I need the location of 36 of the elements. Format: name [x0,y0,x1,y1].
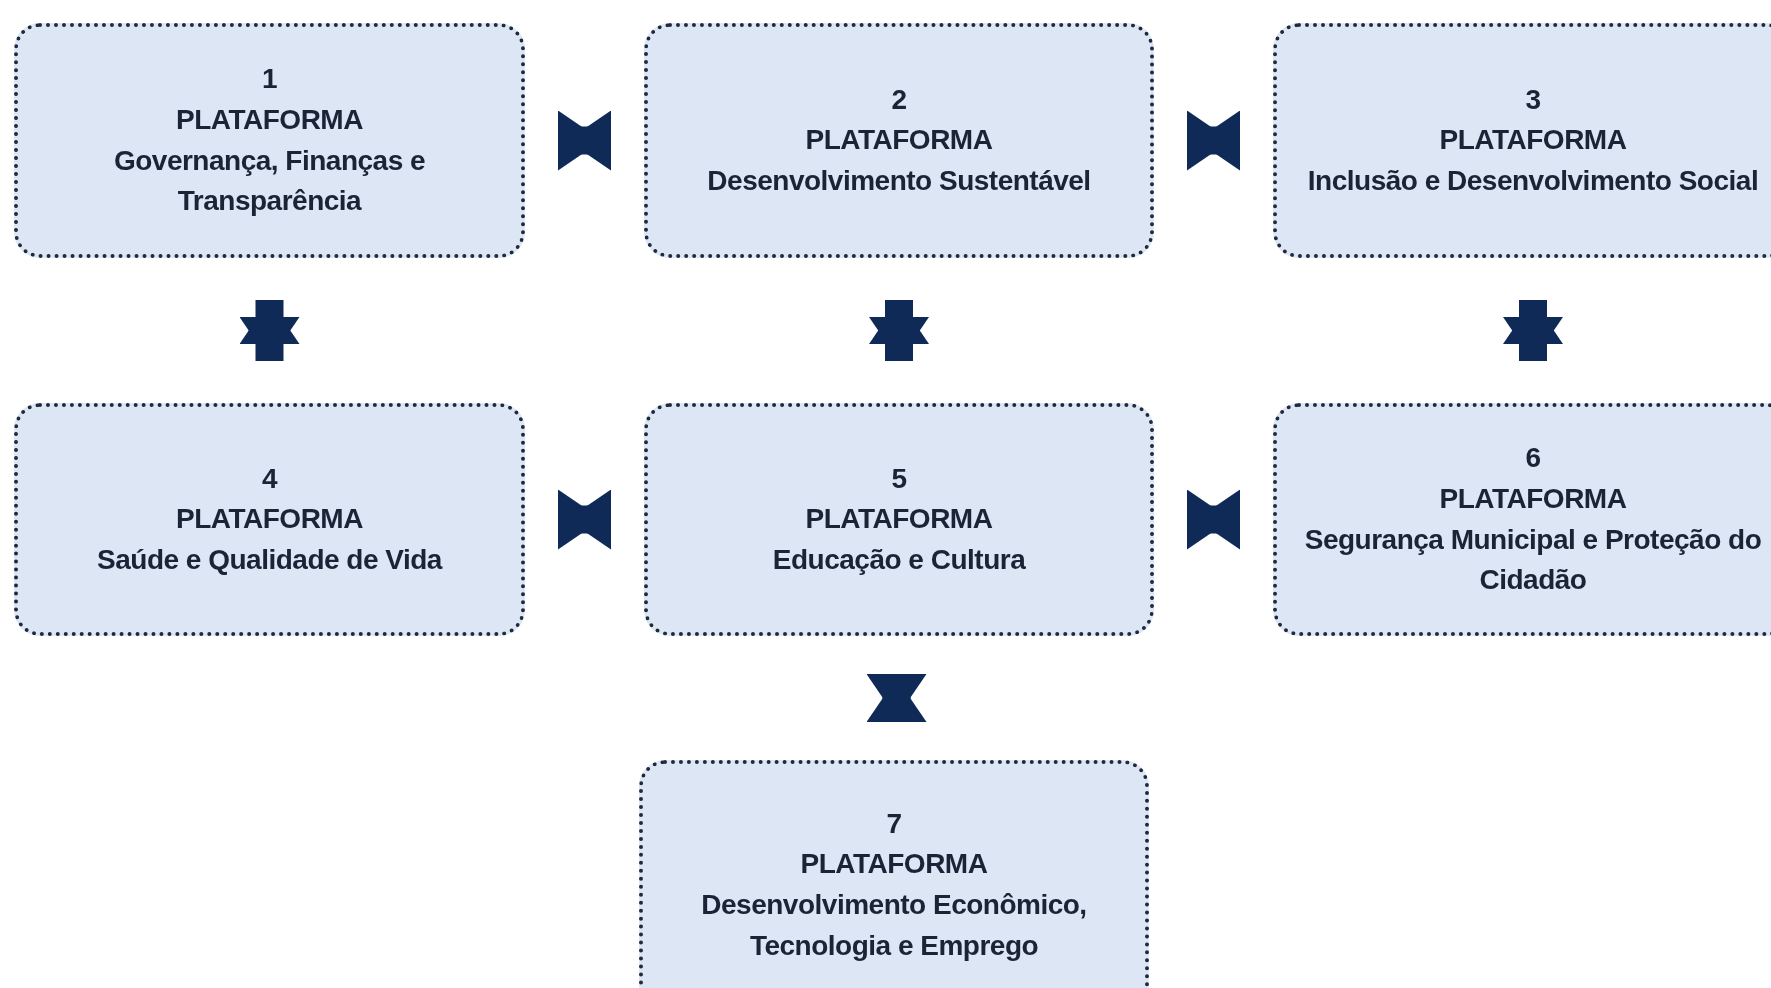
platform-heading: PLATAFORMA [805,123,993,158]
platform-box [14,23,525,258]
platform-heading: PLATAFORMA [805,502,993,537]
platform-heading: PLATAFORMA [1439,481,1627,516]
platform-number: 6 [1525,441,1541,476]
double-arrow [239,300,300,361]
double-arrow [1187,110,1240,171]
platform-name: Saúde e Qualidade de Vida [97,542,442,577]
platform-name: Segurança Municipal e Proteção do Cidadão [1303,522,1763,598]
platform-number: 7 [886,806,902,841]
platform-box [1273,23,1771,258]
platform-box [644,403,1154,636]
platform-box [1273,403,1771,636]
double-arrow [1187,489,1240,550]
platform-name: Desenvolvimento Econômico, Tecnologia e Emprego [700,888,1088,963]
platform-heading: PLATAFORMA [1439,123,1627,158]
platform-name: Desenvolvimento Sustentável [707,163,1091,198]
platform-number: 1 [261,62,278,97]
double-arrow [558,489,611,550]
double-arrow [869,300,929,361]
platform-name: Educação e Cultura [772,542,1026,577]
double-arrow [866,674,927,722]
platform-number: 5 [891,461,907,496]
platform-box [14,403,525,636]
platform-heading: PLATAFORMA [800,847,988,882]
double-arrow [1503,300,1563,361]
platform-box [644,23,1154,258]
platform-number: 3 [1525,82,1541,117]
platform-number: 4 [261,461,278,496]
platform-name: Inclusão e Desenvolvimento Social [1307,163,1759,198]
platform-heading: PLATAFORMA [176,102,363,137]
platform-heading: PLATAFORMA [176,502,363,537]
platform-name: Governança, Finanças e Transparência [112,143,427,219]
platform-box [639,760,1149,988]
platform-number: 2 [891,82,907,117]
double-arrow [558,110,611,171]
